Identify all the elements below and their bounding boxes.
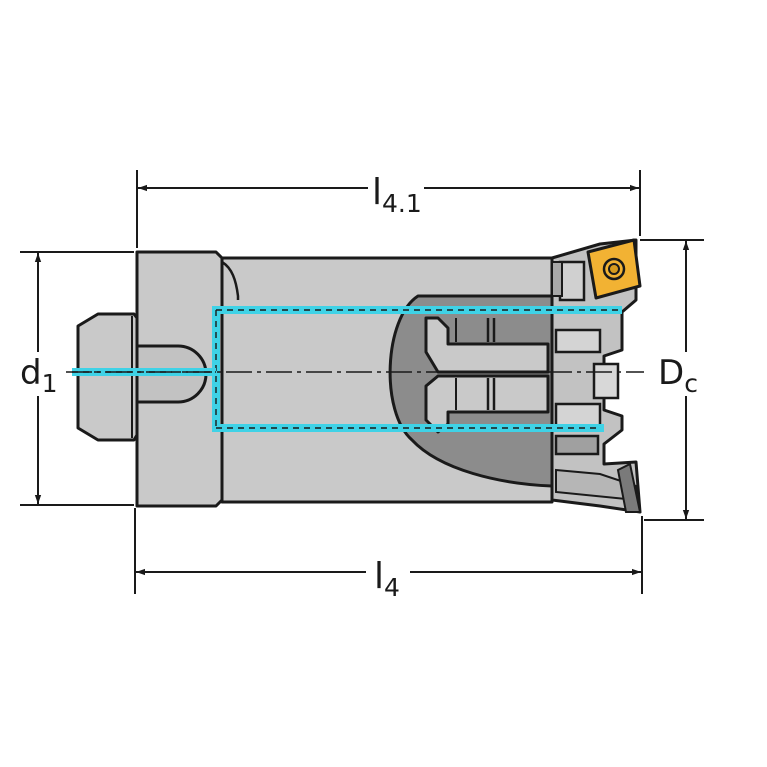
label-l4: l4 — [374, 556, 400, 602]
label-d1: d1 — [20, 353, 58, 398]
clamp-finger-upper — [424, 316, 550, 374]
rear-spigot — [76, 312, 142, 442]
label-l41: l4.1 — [372, 172, 422, 218]
indexable-insert-icon — [586, 238, 642, 300]
dimension-lines — [20, 170, 704, 594]
label-dc: Dc — [658, 353, 698, 398]
insert-screw-icon — [602, 257, 626, 281]
